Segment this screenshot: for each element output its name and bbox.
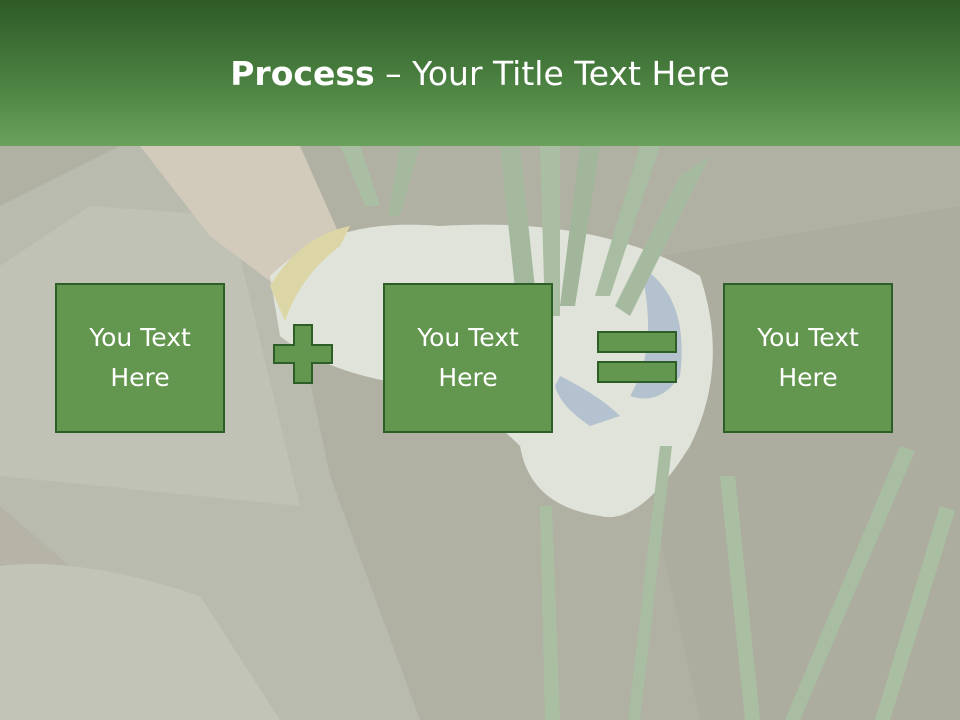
background-photo xyxy=(0,146,960,720)
plus-icon[interactable] xyxy=(272,323,334,385)
photo-wash-overlay xyxy=(0,146,960,720)
title-rest-part: – Your Title Text Here xyxy=(374,54,730,93)
equals-icon[interactable] xyxy=(597,331,677,385)
process-box-1-line2: Here xyxy=(110,363,170,392)
process-box-2-line1: You Text xyxy=(417,323,519,352)
process-box-3[interactable]: You Text Here xyxy=(723,283,893,433)
title-band: Process – Your Title Text Here xyxy=(0,0,960,146)
process-box-2[interactable]: You Text Here xyxy=(383,283,553,433)
slide-title[interactable]: Process – Your Title Text Here xyxy=(0,52,960,96)
title-bold-part: Process xyxy=(230,54,375,93)
process-box-1-line1: You Text xyxy=(89,323,191,352)
process-box-3-line1: You Text xyxy=(757,323,859,352)
process-box-1[interactable]: You Text Here xyxy=(55,283,225,433)
process-box-2-line2: Here xyxy=(438,363,498,392)
process-box-3-line2: Here xyxy=(778,363,838,392)
